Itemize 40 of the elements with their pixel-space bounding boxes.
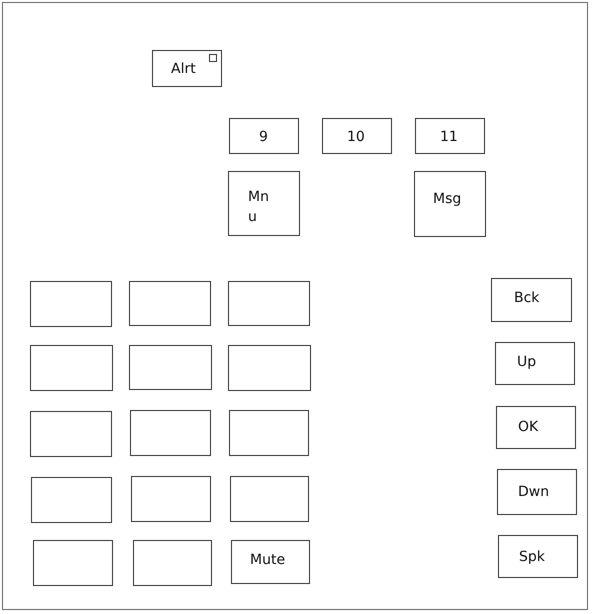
- button-label: Up: [517, 353, 536, 372]
- button-frame: [414, 171, 486, 237]
- empty-button: [129, 281, 211, 326]
- empty-button: [30, 281, 112, 327]
- button-label: Spk: [519, 548, 545, 567]
- empty-button: [30, 411, 112, 457]
- empty-button: [230, 476, 309, 522]
- button-label: Msg: [433, 190, 462, 209]
- button-label: 10: [347, 128, 365, 147]
- button-frame: [228, 171, 300, 236]
- button-label: OK: [518, 418, 538, 437]
- button-label: Mute: [250, 551, 286, 570]
- button-frame: [495, 342, 575, 385]
- corner-square: [209, 54, 217, 62]
- button-label: 9: [259, 128, 268, 147]
- button-frame: [491, 278, 572, 322]
- empty-button: [228, 281, 310, 326]
- button-frame: [229, 118, 299, 154]
- button-label: Bck: [514, 289, 540, 308]
- button-frame: [415, 118, 485, 154]
- button-label: Mnu: [248, 188, 270, 227]
- empty-button: [229, 410, 309, 456]
- button-frame: [322, 118, 392, 154]
- button-label: Dwn: [518, 483, 550, 502]
- button-label: Alrt: [171, 60, 196, 79]
- button-frame: [496, 406, 576, 449]
- empty-button: [129, 345, 212, 390]
- empty-button: [33, 540, 113, 586]
- empty-button: [133, 540, 212, 586]
- empty-button: [131, 476, 211, 522]
- empty-button: [30, 345, 113, 391]
- screen-frame: [2, 2, 588, 610]
- button-frame: [497, 469, 577, 515]
- empty-button: [130, 410, 211, 456]
- empty-button: [31, 477, 112, 523]
- button-frame: [231, 540, 310, 584]
- button-frame: [498, 535, 578, 578]
- empty-button: [228, 345, 311, 391]
- button-frame: [152, 50, 222, 87]
- button-label: 11: [440, 128, 458, 147]
